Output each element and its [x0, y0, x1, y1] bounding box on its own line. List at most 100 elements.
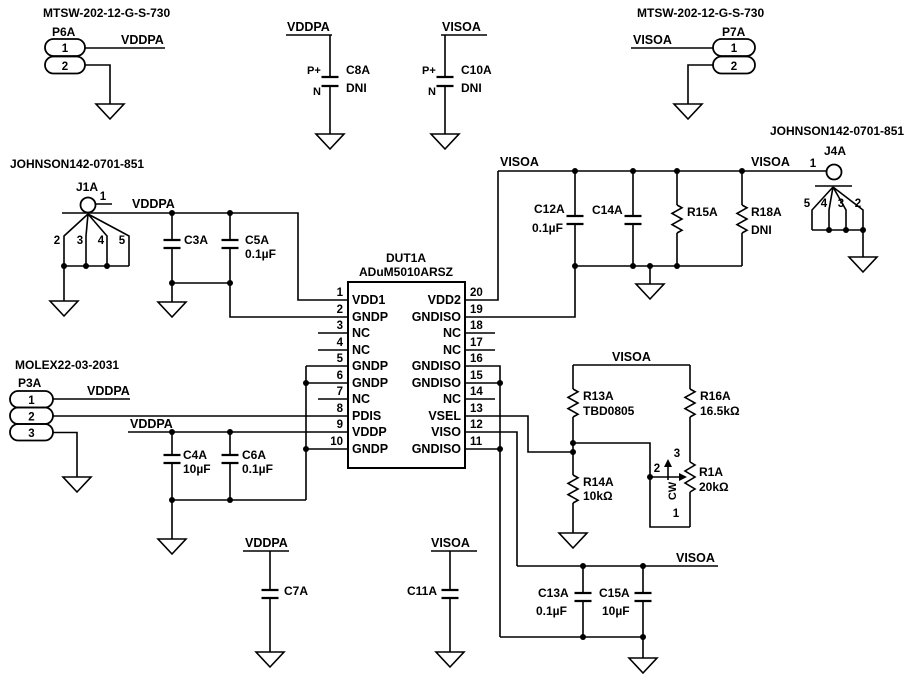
resistor-r15a	[670, 204, 684, 234]
wire-visoa-rail	[495, 170, 826, 301]
bottom-caps: VDDPA C7A VISOA C11A	[243, 536, 477, 652]
junction-dot	[640, 563, 646, 569]
net-label-vddpa: VDDPA	[245, 536, 288, 550]
junction-dot	[227, 210, 233, 216]
capacitor-c4a	[163, 453, 181, 465]
pin-name: VDD2	[428, 293, 461, 307]
ground-icon	[314, 133, 346, 151]
value-label: 0.1µF	[532, 221, 563, 235]
decoupling-c8a: VDDPA P+ N C8A DNI	[286, 20, 370, 134]
pin-number: 2	[731, 61, 737, 73]
terminal-number: 3	[674, 448, 680, 460]
refdes: P6A	[52, 25, 76, 39]
pin-number: 4	[337, 337, 344, 349]
visoa-filter-bank: VISOA VISOA C12A 0.1µF C14A R15A R18A DN…	[495, 155, 826, 318]
pin-number: 6	[337, 370, 343, 382]
wire-gnd	[53, 431, 78, 477]
wire-gnd	[63, 265, 129, 301]
jack-pin-fan	[63, 213, 130, 266]
junction-dot	[826, 227, 832, 233]
pin-number: 10	[330, 436, 343, 448]
wire-gndp-vertical	[305, 365, 318, 500]
net-label-visoa: VISOA	[751, 155, 790, 169]
filter-c3a-c5a: C3A C5A 0.1µF	[163, 213, 318, 318]
pin-number: 19	[470, 304, 483, 316]
ground-icon	[156, 538, 188, 556]
cw-label: CW	[667, 481, 679, 500]
wire-c8a	[286, 34, 332, 134]
refdes: R18A	[751, 205, 782, 219]
refdes: R16A	[700, 389, 731, 403]
pin-name: GNDP	[352, 359, 388, 373]
jack-j1a: JOHNSON142-0701-851 J1A 1 VDDPA 2 3 4 5	[10, 157, 318, 301]
value-label: 16.5kΩ	[700, 404, 740, 418]
pin-number: 5	[337, 353, 344, 365]
wire-vddpa	[62, 212, 318, 301]
refdes: C12A	[534, 202, 565, 216]
part-label: MTSW-202-12-G-S-730	[43, 6, 170, 20]
junction-dots	[61, 168, 866, 640]
cap-leads	[171, 432, 231, 500]
junction-dot	[570, 440, 576, 446]
pin-number: 18	[470, 320, 483, 332]
resistor-r14a	[566, 474, 580, 504]
ground-icon	[634, 283, 666, 301]
pin-name: GNDISO	[412, 359, 462, 373]
pin-number: 5	[804, 198, 811, 210]
wire-gndp-rail	[171, 499, 306, 539]
junction-dot	[647, 474, 653, 480]
net-label-vddpa: VDDPA	[87, 384, 130, 398]
part-label: JOHNSON142-0701-851	[10, 157, 144, 171]
pin-number: 13	[470, 403, 483, 415]
value-label: TBD0805	[583, 404, 635, 418]
junction-dot	[169, 280, 175, 286]
junction-dot	[497, 446, 503, 452]
terminal-number: 2	[654, 463, 660, 475]
junction-dot	[630, 263, 636, 269]
potentiometer-r1a	[683, 461, 697, 493]
net-label-visoa: VISOA	[500, 155, 539, 169]
wire-gndp	[171, 282, 318, 318]
junction-dot	[227, 429, 233, 435]
value-label: 20kΩ	[699, 480, 729, 494]
pin-number: 2	[62, 61, 68, 73]
ground-icon	[156, 301, 188, 319]
net-label-visoa: VISOA	[431, 536, 470, 550]
ground-icon	[627, 657, 659, 675]
pin-name: GNDP	[352, 442, 388, 456]
junction-dot	[169, 497, 175, 503]
part-label: ADuM5010ARSZ	[359, 265, 453, 279]
junction-dot	[843, 227, 849, 233]
pin-number: 11	[470, 436, 483, 448]
refdes: J1A	[76, 180, 98, 194]
ground-icon	[672, 103, 704, 121]
junction-dot	[83, 263, 89, 269]
junction-dot	[61, 263, 67, 269]
pin-number: 4	[98, 235, 105, 247]
ground-icon	[48, 300, 80, 318]
pin-name: NC	[352, 326, 370, 340]
pin-number: 2	[28, 412, 34, 424]
jack-j4a: JOHNSON142-0701-851 J4A 1 5 4 3 2	[770, 124, 904, 257]
wire-gnd	[85, 64, 111, 104]
pin-number: 1	[62, 43, 69, 55]
capacitor-c3a	[163, 238, 181, 250]
refdes: C11A	[407, 584, 437, 598]
junction-dot	[580, 634, 586, 640]
wire-gndiso-rail	[575, 265, 742, 284]
ground-icon	[434, 651, 466, 669]
wire-pin19	[495, 266, 576, 318]
net-label-vddpa: VDDPA	[121, 33, 164, 47]
pin-number: 7	[337, 386, 343, 398]
value-label: 0.1µF	[242, 462, 273, 476]
pin-number: 1	[731, 43, 738, 55]
capacitor-c12a	[566, 214, 584, 226]
pin-name: GNDP	[352, 376, 388, 390]
cap-leads	[171, 213, 231, 283]
net-label-vddpa: VDDPA	[130, 417, 173, 431]
pin-name: PDIS	[352, 409, 381, 423]
ic-right-pin-stubs	[465, 299, 495, 450]
refdes: C10A	[461, 63, 492, 77]
